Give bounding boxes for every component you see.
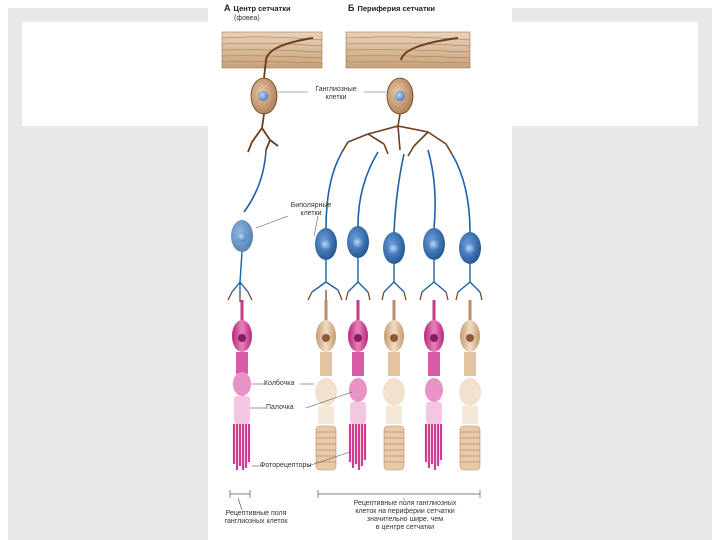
panel-a-title-text: Центр сетчатки [233, 4, 291, 13]
ganglion-cell-a [247, 59, 279, 153]
receptive-field-large-label: Рецептивные поля ганглиозных клеток на п… [340, 500, 470, 532]
panel-a-letter: А [224, 3, 231, 13]
receptive-field-small-label: Рецептивные поля ганглиозных клеток [212, 510, 300, 526]
photoreceptor-b5-cone [459, 300, 481, 471]
cone-label: Колбочка [264, 380, 295, 387]
photoreceptor-a [232, 300, 252, 470]
bipolar-cells-label: Биполярные клетки [286, 202, 336, 218]
bipolar-axon-b4 [427, 149, 436, 229]
bipolar-label-line1: Биполярные [290, 202, 332, 209]
bipolar-cell-a [231, 220, 253, 294]
bipolar-cell-b5 [457, 232, 481, 293]
axon-a [265, 37, 314, 61]
leader-lines [250, 91, 386, 467]
rf-large-line4: в центре сетчатки [375, 524, 435, 531]
bipolar-label-line2: клетки [300, 210, 322, 217]
rf-large-line1: Рецептивные поля ганглиозных [353, 500, 457, 507]
photoreceptor-b4-rod [424, 300, 444, 470]
bipolar-axon-b5 [451, 153, 471, 233]
bipolar-axon-b2 [357, 151, 379, 227]
axon-b [400, 37, 459, 61]
ganglion-label-line1: Ганглиозные [315, 86, 357, 93]
panel-b-title-text: Периферия сетчатки [357, 4, 435, 13]
panel-b-letter: Б [348, 3, 355, 13]
rf-large-line3: значительно шире, чем [366, 516, 444, 523]
panel-a-subtitle: (фовеа) [234, 15, 260, 22]
retina-illustration [221, 31, 483, 511]
rod-label: Палочка [266, 404, 294, 411]
ganglion-label-line2: клетки [325, 94, 347, 101]
nerve-fiber-bundle-a [221, 31, 323, 69]
rf-large-line2: клеток на периферии сетчатки [355, 508, 455, 515]
bipolar-axon-b3 [393, 153, 405, 233]
nerve-fiber-bundle-b [345, 31, 471, 69]
bipolar-cell-b3 [383, 232, 405, 293]
photoreceptors-label: Фоторецепторы [260, 462, 312, 469]
rf-small-line2: ганглиозных клеток [224, 518, 288, 525]
photoreceptor-b1-cone [315, 300, 337, 471]
photoreceptor-b3-cone [383, 300, 405, 471]
bipolar-cell-b4 [421, 228, 447, 293]
rf-small-line1: Рецептивные поля [225, 510, 287, 517]
bipolar-axon-b1 [325, 151, 343, 229]
receptive-field-markers [229, 490, 481, 511]
photoreceptor-b2-rod [348, 300, 368, 470]
synaptic-terminals [227, 289, 483, 302]
ganglion-cells-label: Ганглиозные клетки [308, 86, 364, 102]
bipolar-cell-b2 [347, 226, 369, 293]
bipolar-axon-a [243, 149, 267, 213]
bipolar-cell-b1 [311, 228, 339, 293]
ganglion-cell-b [341, 77, 453, 157]
